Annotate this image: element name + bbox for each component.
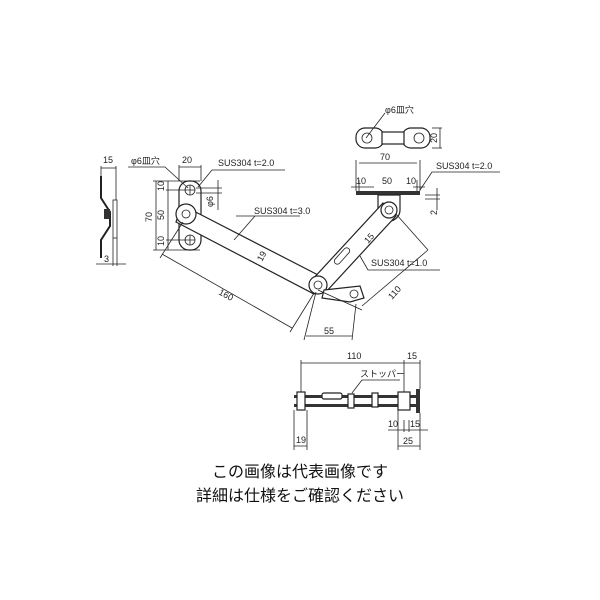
main-arm: SUS304 t=3.0 19 160 <box>159 203 323 333</box>
material-arm2: SUS304 t=1.0 <box>371 258 427 268</box>
dim-left-70: 70 <box>144 212 154 222</box>
dim-right-10b: 10 <box>406 176 416 186</box>
dim-side-15: 15 <box>103 155 113 165</box>
dim-right-10a: 10 <box>356 176 366 186</box>
material-right-bracket: SUS304 t=2.0 <box>436 161 492 171</box>
dim-right-50: 50 <box>382 176 392 186</box>
dim-right-2: 2 <box>429 210 439 215</box>
dim-arm-160: 160 <box>217 287 235 303</box>
hole-label-top: φ6皿穴 <box>385 104 414 115</box>
dim-arm2-15: 15 <box>362 231 376 245</box>
top-bracket-plan: φ6皿穴 20 <box>355 104 442 149</box>
dim-left-20: 20 <box>182 155 192 165</box>
dim-bottom-15: 15 <box>407 351 417 361</box>
dim-arm-19: 19 <box>255 249 269 263</box>
caption-representative-image: この画像は代表画像です <box>211 462 388 481</box>
dim-phi6: φ6 <box>205 196 215 207</box>
side-view: 15 3 <box>96 155 126 266</box>
bottom-view: 110 15 ストッパー 19 10 15 25 <box>293 351 428 450</box>
dim-bottom-15b: 15 <box>410 419 420 429</box>
dim-55: 55 <box>324 326 334 336</box>
dim-side-3: 3 <box>104 254 109 264</box>
material-arm: SUS304 t=3.0 <box>254 206 310 216</box>
hole-label-left: φ6皿穴 <box>131 155 160 166</box>
right-bracket: 70 10 50 10 SUS304 t=2.0 2 15 SUS304 t=1… <box>303 152 500 341</box>
stopper-label: ストッパー <box>360 369 405 379</box>
caption-check-specs: 詳細は仕様をご確認ください <box>195 486 404 505</box>
dim-arm2-110: 110 <box>386 284 403 301</box>
dim-left-50: 50 <box>156 210 166 220</box>
dim-left-10a: 10 <box>156 181 166 191</box>
dim-right-70: 70 <box>380 152 390 162</box>
dim-bottom-10: 10 <box>388 419 398 429</box>
material-left-bracket: SUS304 t=2.0 <box>218 158 274 168</box>
dim-bottom-25: 25 <box>403 436 413 446</box>
dim-left-10b: 10 <box>156 236 166 246</box>
dim-bottom-110: 110 <box>347 351 361 361</box>
dim-bottom-19: 19 <box>296 435 306 445</box>
dim-top-20: 20 <box>429 133 439 143</box>
